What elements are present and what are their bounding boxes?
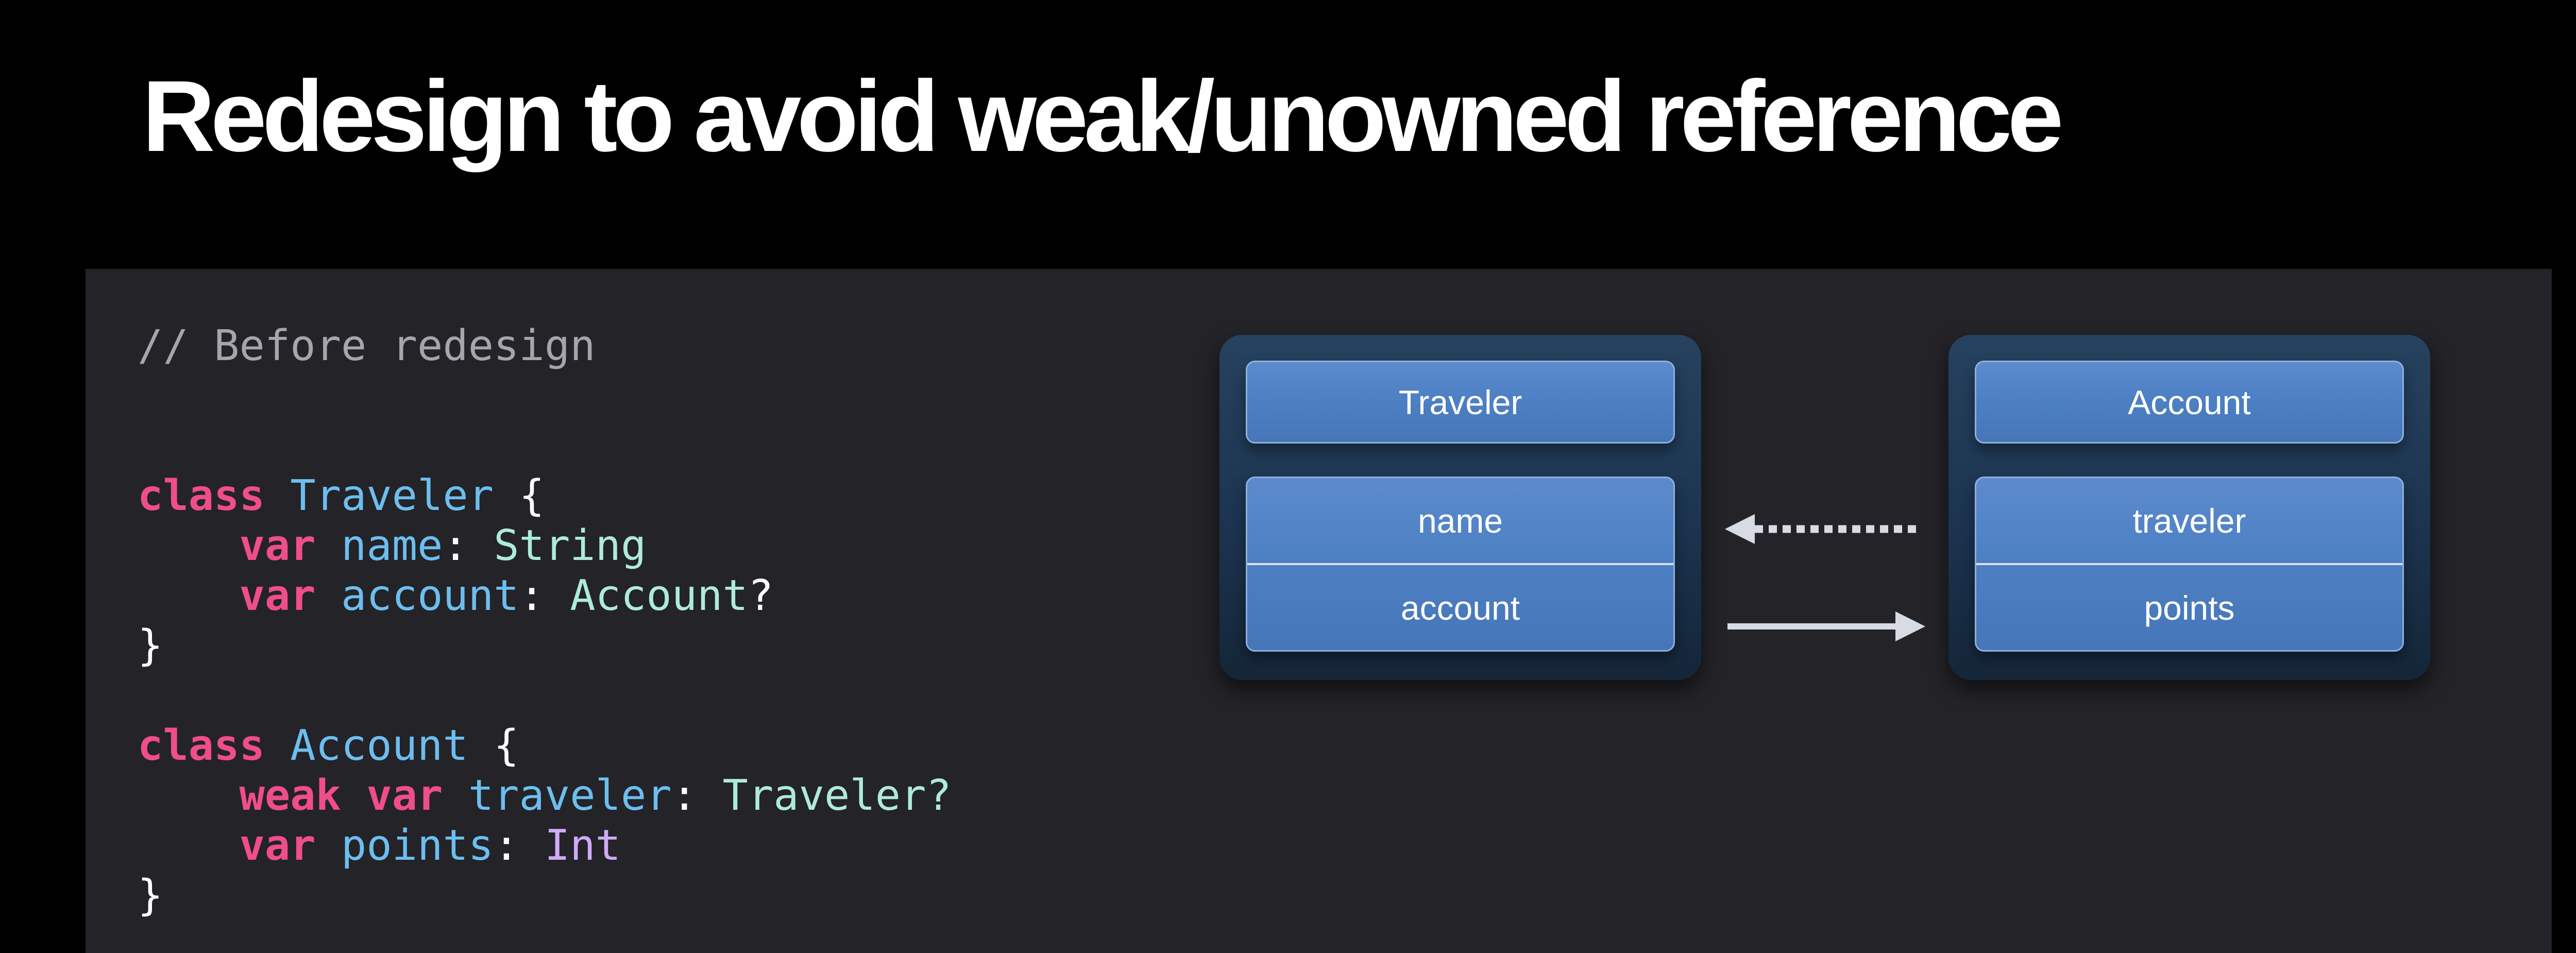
traveler-field-account: account — [1400, 588, 1520, 627]
field-separator — [1976, 563, 2402, 565]
strong-reference-arrow — [1727, 611, 1925, 641]
diagram-box-traveler: Traveler name account — [1219, 335, 1701, 680]
traveler-field-name: name — [1417, 501, 1503, 540]
reference-arrows — [1725, 514, 1925, 641]
slide-title: Redesign to avoid weak/unowned reference — [142, 60, 2064, 173]
weak-reference-arrow — [1725, 514, 1922, 544]
account-field-traveler: traveler — [2132, 501, 2246, 540]
diagram-box-account: Account traveler points — [1948, 335, 2430, 680]
swift-code-block: // Before redesign class Traveler { var … — [138, 321, 952, 920]
traveler-box-fields: name account — [1246, 476, 1675, 652]
account-box-title: Account — [1975, 361, 2404, 444]
traveler-box-title: Traveler — [1246, 361, 1675, 444]
content-panel: // Before redesign class Traveler { var … — [86, 269, 2552, 953]
account-box-fields: traveler points — [1975, 476, 2404, 652]
account-field-points: points — [2144, 588, 2235, 627]
field-separator — [1247, 563, 1673, 565]
